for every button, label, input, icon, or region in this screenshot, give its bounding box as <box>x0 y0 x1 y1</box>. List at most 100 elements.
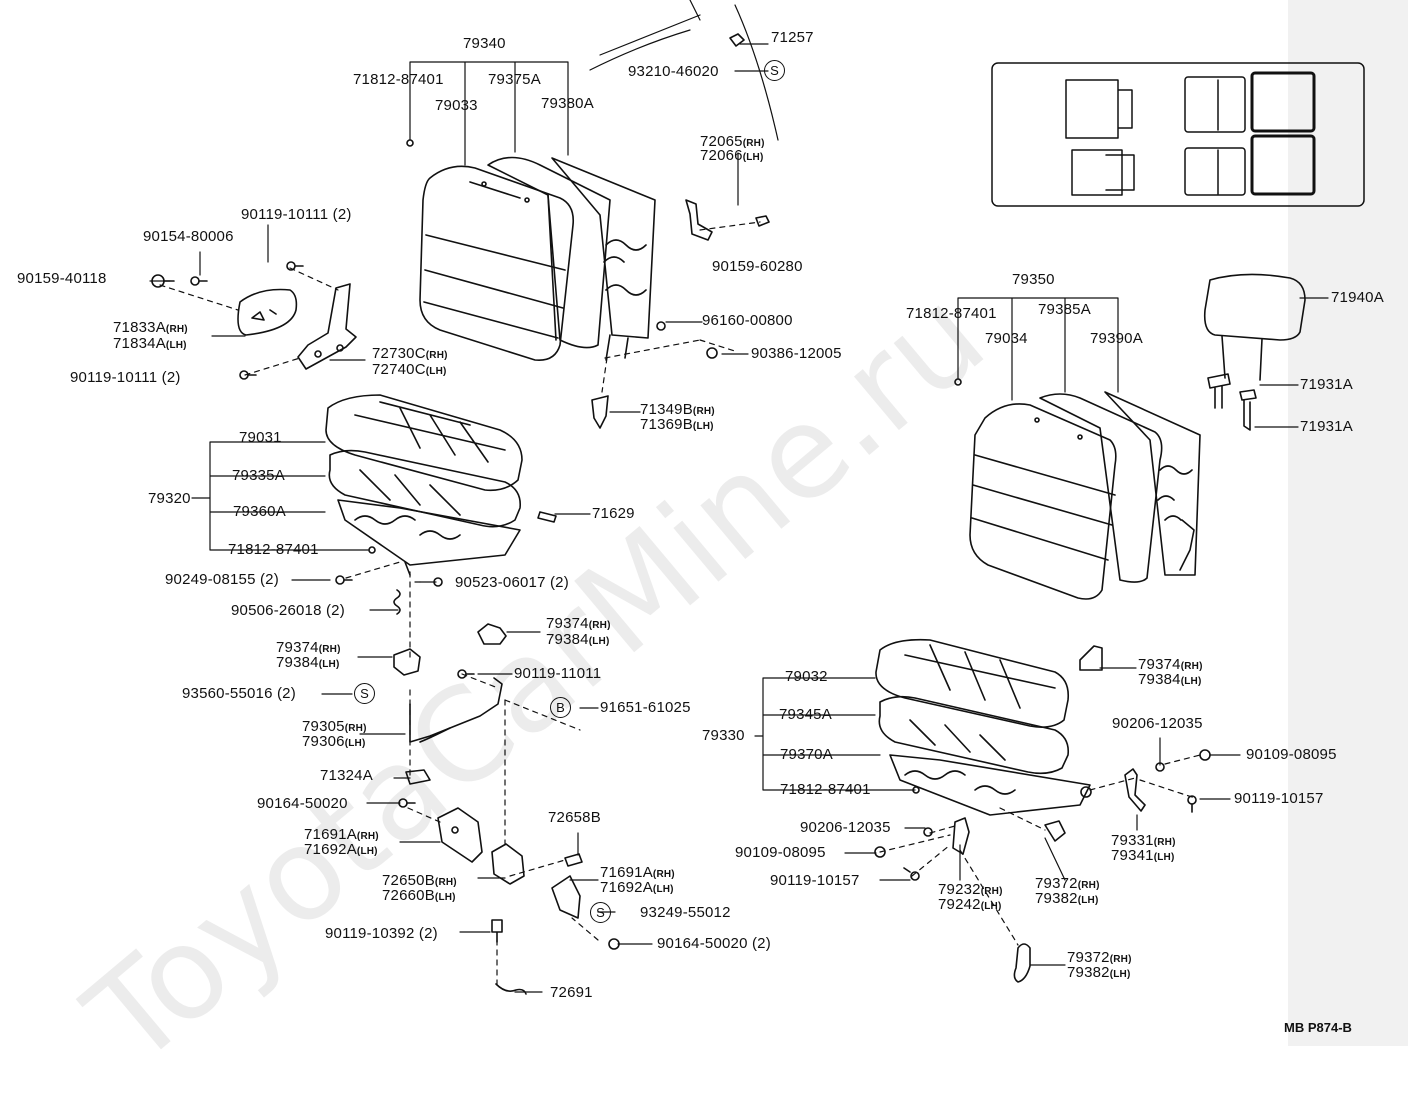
label-71940A: 71940A <box>1331 289 1384 306</box>
label-79340: 79340 <box>463 35 506 52</box>
symbol-s-circle: S <box>590 902 611 923</box>
left-cushion-frame <box>337 499 521 576</box>
label-79033: 79033 <box>435 97 478 114</box>
label-79331: 79331(RH) <box>1111 832 1176 849</box>
label-93249-55012: 93249-55012 <box>640 904 731 921</box>
label-79320: 79320 <box>148 490 191 507</box>
left-seatback-frame <box>551 157 656 361</box>
label-79232: 79232(RH) <box>938 881 1003 898</box>
left-lower-fasteners <box>335 575 620 995</box>
label-79382: 79382(LH) <box>1035 890 1099 907</box>
label-72730C: 72730C(RH) <box>372 345 448 362</box>
label-90119-10157: 90119-10157 <box>1234 790 1324 807</box>
label-90386-12005: 90386-12005 <box>751 345 842 362</box>
label-90164-50020: 90164-50020 <box>257 795 348 812</box>
label-90119-10392: 90119-10392 (2) <box>325 925 438 942</box>
right-seatback-pad <box>1039 393 1163 583</box>
label-71833A: 71833A(RH) <box>113 319 188 336</box>
left-seatback-cover <box>419 165 575 362</box>
label-90119-11011: 90119-11011 <box>514 665 602 682</box>
label-71931A: 71931A <box>1300 418 1353 435</box>
label-71324A: 71324A <box>320 767 373 784</box>
label-90109-08095: 90109-08095 <box>735 844 826 861</box>
label-79372: 79372(RH) <box>1035 875 1100 892</box>
label-71812-87401: 71812-87401 <box>228 541 319 558</box>
left-cushion-cover <box>325 394 523 492</box>
label-90119-10157: 90119-10157 <box>770 872 860 889</box>
label-79360A: 79360A <box>233 503 286 520</box>
label-79330: 79330 <box>702 727 745 744</box>
label-79034: 79034 <box>985 330 1028 347</box>
label-90206-12035: 90206-12035 <box>1112 715 1203 732</box>
label-79031: 79031 <box>239 429 282 446</box>
label-90206-12035: 90206-12035 <box>800 819 891 836</box>
label-91651-61025: 91651-61025 <box>600 699 691 716</box>
label-79374: 79374(RH) <box>1138 656 1203 673</box>
label-71349B: 71349B(RH) <box>640 401 715 418</box>
label-79372: 79372(RH) <box>1067 949 1132 966</box>
label-79032: 79032 <box>785 668 828 685</box>
label-79345A: 79345A <box>779 706 832 723</box>
label-79242: 79242(LH) <box>938 896 1002 913</box>
label-72660B: 72660B(LH) <box>382 887 456 904</box>
left-cushion-pad <box>328 449 522 528</box>
diagram-drawing <box>149 0 1365 995</box>
label-71629: 71629 <box>592 505 635 522</box>
left-hinge-parts <box>151 33 770 429</box>
label-90249-08155: 90249-08155 (2) <box>165 571 279 588</box>
label-79341: 79341(LH) <box>1111 847 1175 864</box>
label-79384: 79384(LH) <box>546 631 610 648</box>
label-72691: 72691 <box>550 984 593 1001</box>
right-lower-fasteners <box>874 645 1211 983</box>
label-71257: 71257 <box>771 29 814 46</box>
label-79390A: 79390A <box>1090 330 1143 347</box>
label-71692A: 71692A(LH) <box>304 841 378 858</box>
label-90159-40118: 90159-40118 <box>17 270 107 287</box>
label-79350: 79350 <box>1012 271 1055 288</box>
label-79385A: 79385A <box>1038 301 1091 318</box>
vehicle-body-outline <box>589 0 779 141</box>
label-79375A: 79375A <box>488 71 541 88</box>
symbol-s-circle: S <box>764 60 785 81</box>
label-72658B: 72658B <box>548 809 601 826</box>
label-93210-46020: 93210-46020 <box>628 63 719 80</box>
label-90119-10111: 90119-10111 (2) <box>70 369 181 386</box>
parts-diagram: ToyotaCarMine.ru S S B S 79340 71812-874… <box>17 0 1408 1094</box>
right-margin-strip <box>1288 0 1408 1046</box>
right-cushion-cover <box>875 638 1070 728</box>
label-72065: 72065(RH) <box>700 133 765 150</box>
label-79384: 79384(LH) <box>276 654 340 671</box>
left-seatback-pad <box>487 156 611 349</box>
right-seatback-frame <box>1104 391 1201 576</box>
label-90164-50020: 90164-50020 (2) <box>657 935 771 952</box>
label-90523-06017: 90523-06017 (2) <box>455 574 569 591</box>
right-cushion-pad <box>878 695 1070 775</box>
seat-layout-inset <box>991 62 1365 207</box>
label-93560-55016: 93560-55016 (2) <box>182 685 296 702</box>
label-79382: 79382(LH) <box>1067 964 1131 981</box>
label-79374: 79374(RH) <box>276 639 341 656</box>
label-96160-00800: 96160-00800 <box>702 312 793 329</box>
left-cushion-clip <box>537 511 557 523</box>
label-79306: 79306(LH) <box>302 733 366 750</box>
label-71812-87401: 71812-87401 <box>780 781 871 798</box>
label-79335A: 79335A <box>232 467 285 484</box>
label-72740C: 72740C(LH) <box>372 361 447 378</box>
label-72650B: 72650B(RH) <box>382 872 457 889</box>
label-71692A: 71692A(LH) <box>600 879 674 896</box>
label-79370A: 79370A <box>780 746 833 763</box>
label-90506-26018: 90506-26018 (2) <box>231 602 345 619</box>
right-headrest <box>1203 273 1306 431</box>
left-grommet <box>406 139 414 147</box>
right-cushion-frame <box>889 754 1092 816</box>
label-90109-08095: 90109-08095 <box>1246 746 1337 763</box>
label-90159-60280: 90159-60280 <box>712 258 803 275</box>
label-71691A: 71691A(RH) <box>600 864 675 881</box>
label-79380A: 79380A <box>541 95 594 112</box>
label-72066: 72066(LH) <box>700 147 764 164</box>
diagram-code: MB P874-B <box>1284 1020 1352 1035</box>
label-79384: 79384(LH) <box>1138 671 1202 688</box>
label-71691A: 71691A(RH) <box>304 826 379 843</box>
label-79374: 79374(RH) <box>546 615 611 632</box>
label-90119-10111: 90119-10111 (2) <box>241 206 352 223</box>
